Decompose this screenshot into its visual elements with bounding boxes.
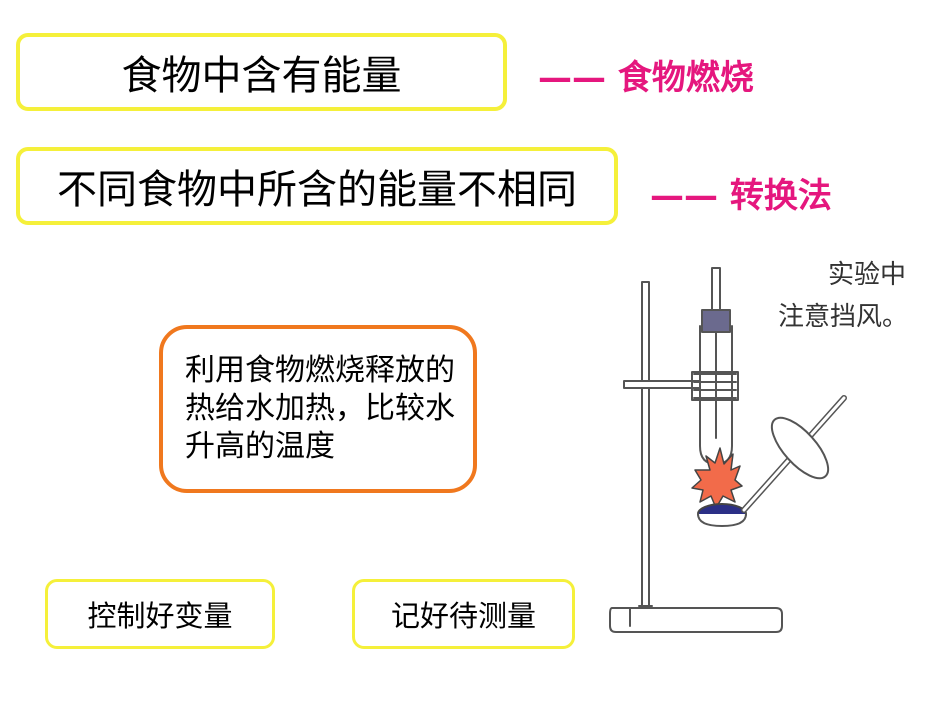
statement-box-food-energy: 食物中含有能量 [16, 33, 507, 111]
annotation-conversion-method: —— 转换法 [650, 176, 832, 216]
control-variables-box: 控制好变量 [45, 579, 275, 649]
note-line-2: 注意挡风。 [778, 302, 909, 332]
wind-shield-disc [770, 416, 830, 480]
stand-base [609, 607, 783, 633]
statement-different-energy-text: 不同食物中所含的能量不相同 [57, 167, 577, 213]
test-tube-stopper [701, 309, 731, 333]
record-measurements-text: 记好待测量 [390, 599, 536, 633]
record-measurements-box: 记好待测量 [352, 579, 575, 649]
control-variables-text: 控制好变量 [87, 599, 233, 633]
annotation-food-burning: —— 食物燃烧 [538, 58, 754, 98]
tube-clamp [693, 373, 737, 399]
stand-rod [641, 281, 650, 609]
statement-food-energy-text: 食物中含有能量 [121, 53, 402, 99]
method-description-text: 利用食物燃烧释放的热给水加热，比较水升高的温度 [185, 353, 455, 464]
note-line-1: 实验中 [827, 260, 906, 290]
method-description-box: 利用食物燃烧释放的热给水加热，比较水升高的温度 [159, 325, 477, 493]
statement-box-different-energy: 不同食物中所含的能量不相同 [16, 147, 618, 225]
food-burning-apparatus-icon [609, 267, 847, 633]
flame-icon [691, 447, 743, 509]
wind-shield-note: 实验中 注意挡风。 [778, 254, 918, 338]
